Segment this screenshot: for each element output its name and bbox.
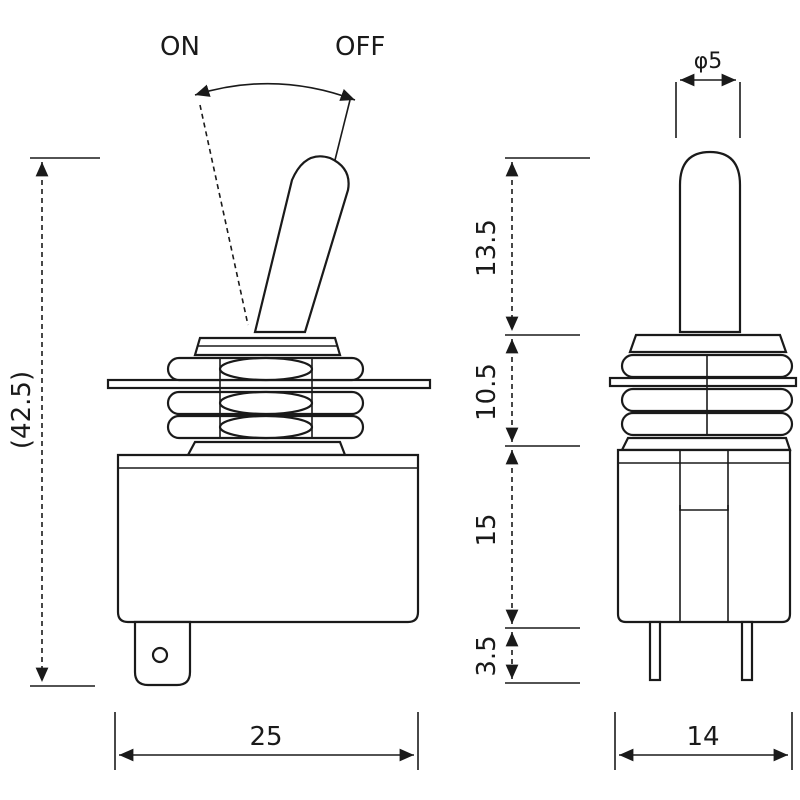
seg-bushing-label: 10.5	[472, 363, 502, 421]
swing-arc	[194, 82, 356, 101]
side-neck	[620, 436, 792, 452]
off-label: OFF	[335, 32, 385, 62]
front-view: ON OFF (42.5)	[7, 32, 432, 770]
seg-terminal-label: 3.5	[472, 635, 502, 676]
side-nut-stack	[620, 353, 794, 437]
on-position-line	[199, 104, 249, 326]
front-width-label: 25	[249, 722, 282, 752]
off-position-line	[334, 99, 351, 161]
lever	[253, 155, 350, 334]
seg-lever-label: 13.5	[472, 219, 502, 277]
side-pin-left	[648, 620, 662, 682]
side-bushing-cap	[628, 333, 788, 354]
neck	[186, 440, 347, 457]
seg-body-label: 15	[472, 513, 502, 546]
side-body	[616, 448, 792, 624]
side-body-notch	[679, 450, 729, 511]
switch-body	[116, 453, 420, 624]
side-lever	[678, 150, 742, 334]
on-label: ON	[160, 32, 200, 62]
panel-plate	[106, 378, 432, 390]
side-view: φ5 13.5 10.5	[472, 49, 798, 770]
side-panel-plate	[608, 376, 798, 388]
terminal-hole	[151, 646, 169, 664]
nut-stack	[166, 356, 365, 440]
side-width-label: 14	[686, 722, 719, 752]
diameter-label: φ5	[694, 49, 723, 74]
overall-height-label: (42.5)	[7, 371, 37, 449]
side-pin-right	[740, 620, 754, 682]
